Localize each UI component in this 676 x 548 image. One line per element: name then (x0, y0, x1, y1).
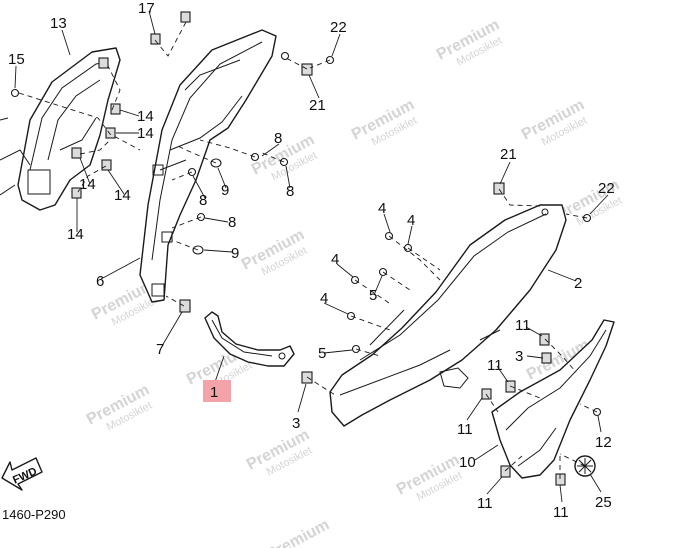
callout-part-12[interactable]: 12 (595, 434, 612, 451)
callout-part-22[interactable]: 22 (330, 19, 347, 36)
watermark: Premium Motosiklet (519, 96, 589, 148)
callout-part-21[interactable]: 21 (500, 146, 517, 163)
callout-part-6[interactable]: 6 (96, 273, 104, 290)
callout-part-14[interactable]: 14 (137, 108, 154, 125)
fwd-arrow: FWD (1, 457, 43, 491)
callout-part-13[interactable]: 13 (50, 15, 67, 32)
part-1-bracket (204, 311, 295, 367)
part-13-inner-panel (0, 47, 121, 211)
callout-part-15[interactable]: 15 (8, 51, 25, 68)
callout-part-14[interactable]: 14 (137, 125, 154, 142)
callout-part-7[interactable]: 7 (156, 341, 164, 358)
callout-part-3[interactable]: 3 (515, 348, 523, 365)
callouts: 1 2 3 3 4 4 4 4 5 5 6 7 8 8 8 8 9 9 10 1… (8, 0, 615, 521)
callout-part-4[interactable]: 4 (320, 290, 328, 307)
callout-part-11[interactable]: 11 (515, 317, 531, 334)
callout-part-11[interactable]: 11 (487, 357, 503, 374)
callout-part-25[interactable]: 25 (595, 494, 612, 511)
callout-part-14[interactable]: 14 (79, 176, 96, 193)
callout-part-22[interactable]: 22 (598, 180, 615, 197)
callout-part-11[interactable]: 11 (457, 421, 473, 438)
watermark: Premium Motosiklet (349, 96, 419, 148)
part-10-lower-panel (491, 319, 615, 479)
callout-part-5[interactable]: 5 (318, 345, 326, 362)
watermark: Premium Motosiklet (394, 451, 464, 503)
callout-part-4[interactable]: 4 (407, 212, 415, 229)
callout-part-14[interactable]: 14 (114, 187, 131, 204)
watermark: Premium Motosiklet (84, 381, 154, 433)
highlight-part-1 (203, 380, 231, 402)
callout-part-14[interactable]: 14 (67, 226, 84, 243)
watermark-brand: Premium (264, 516, 332, 548)
callout-part-8[interactable]: 8 (286, 183, 294, 200)
callout-part-9[interactable]: 9 (231, 245, 239, 262)
fwd-arrow-icon (1, 457, 43, 491)
callout-part-8[interactable]: 8 (274, 130, 282, 147)
callout-part-8[interactable]: 8 (199, 192, 207, 209)
callout-part-21[interactable]: 21 (309, 97, 326, 114)
part-6-inner-cover (139, 29, 277, 303)
callout-part-11[interactable]: 11 (553, 504, 569, 521)
callout-part-4[interactable]: 4 (331, 251, 339, 268)
watermark: Premium Motosiklet (554, 176, 624, 228)
diagram-code: 1460-P290 (2, 507, 66, 522)
watermark: Premium Motosiklet (239, 226, 309, 278)
watermark: Premium Motosiklet (434, 16, 504, 68)
callout-part-4[interactable]: 4 (378, 200, 386, 217)
callout-part-5[interactable]: 5 (369, 287, 377, 304)
callout-part-8[interactable]: 8 (228, 214, 236, 231)
leader-lines (14, 10, 609, 503)
callout-part-2[interactable]: 2 (574, 275, 582, 292)
watermark: Premium Motosiklet (244, 426, 314, 478)
callout-part-10[interactable]: 10 (459, 454, 476, 471)
callout-part-3[interactable]: 3 (292, 415, 300, 432)
part-2-side-cover (329, 204, 567, 427)
callout-part-17[interactable]: 17 (138, 0, 155, 17)
callout-part-11[interactable]: 11 (477, 495, 493, 512)
callout-part-9[interactable]: 9 (221, 182, 229, 199)
assembly-lines (18, 21, 598, 479)
watermark: Premium (264, 516, 332, 548)
callout-part-1[interactable]: 1 (210, 384, 218, 401)
